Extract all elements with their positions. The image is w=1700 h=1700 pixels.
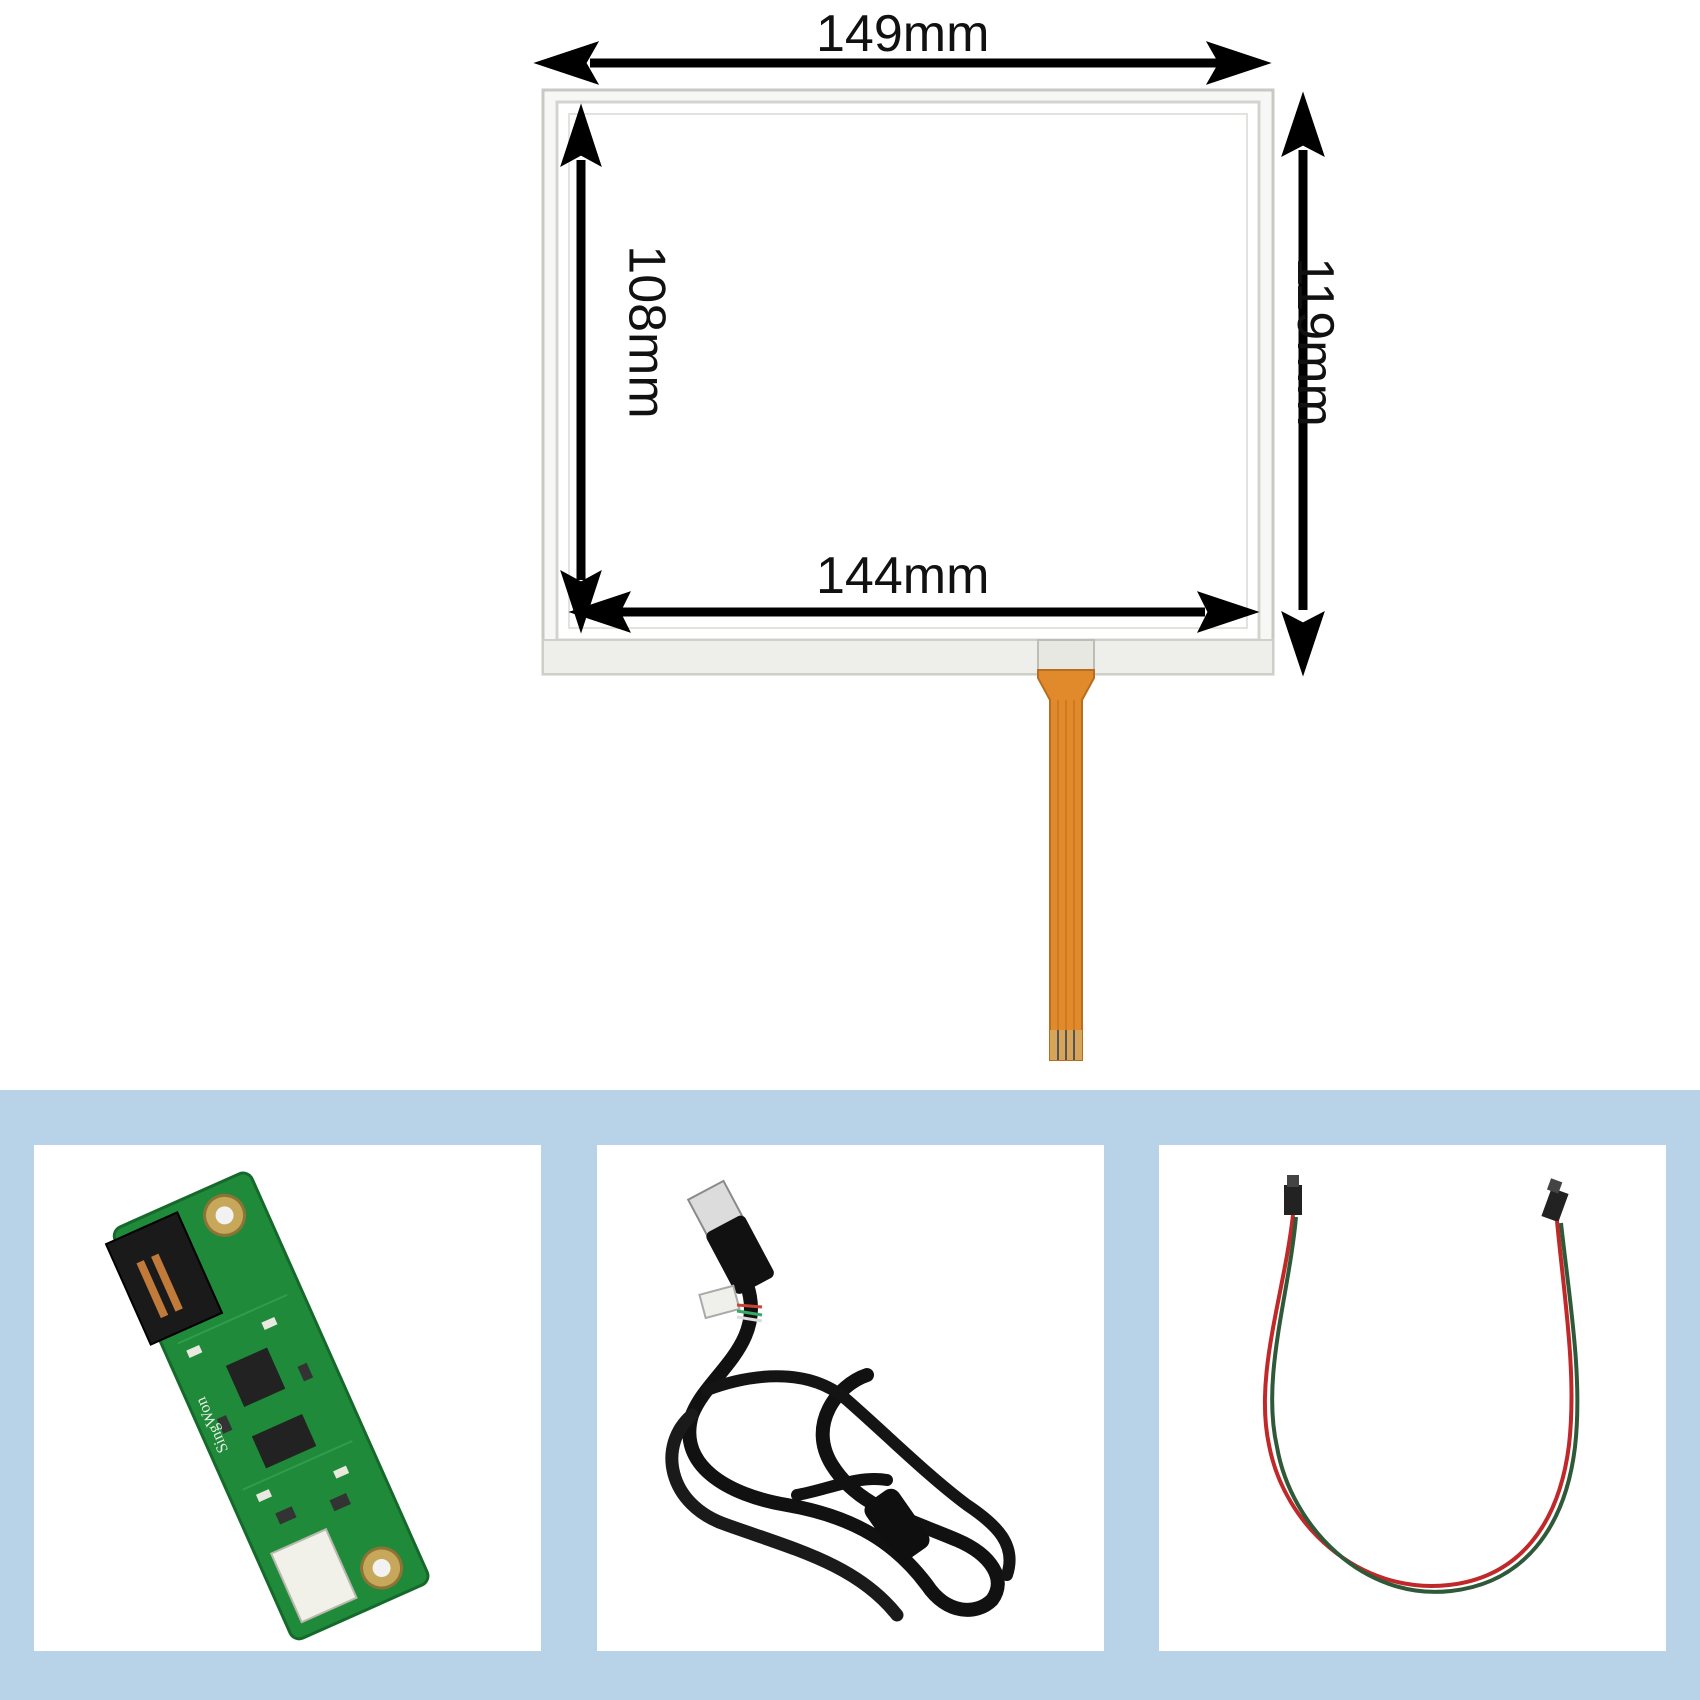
controller-board-image: SingWon <box>104 1171 430 1641</box>
flex-cable-image <box>1037 669 1095 1061</box>
controller-board-tile: SingWon <box>34 1145 541 1651</box>
touch-panel-stage: 149mm 144mm 108mm 119mm <box>533 5 1344 1061</box>
inner-height-label: 108mm <box>617 245 676 419</box>
jumper-wire-image <box>1262 1175 1580 1594</box>
outer-height-label: 119mm <box>1285 257 1344 427</box>
jumper-wire-tile <box>1159 1145 1666 1651</box>
inner-width-label: 144mm <box>816 547 990 605</box>
outer-width-label: 149mm <box>816 5 990 63</box>
accessory-band: SingWon <box>0 1090 1700 1700</box>
usb-cable-tile <box>597 1145 1104 1651</box>
usb-cable-image <box>665 1179 1016 1622</box>
touch-panel-image <box>533 41 1325 1061</box>
double-arrow-icon <box>533 41 1325 677</box>
